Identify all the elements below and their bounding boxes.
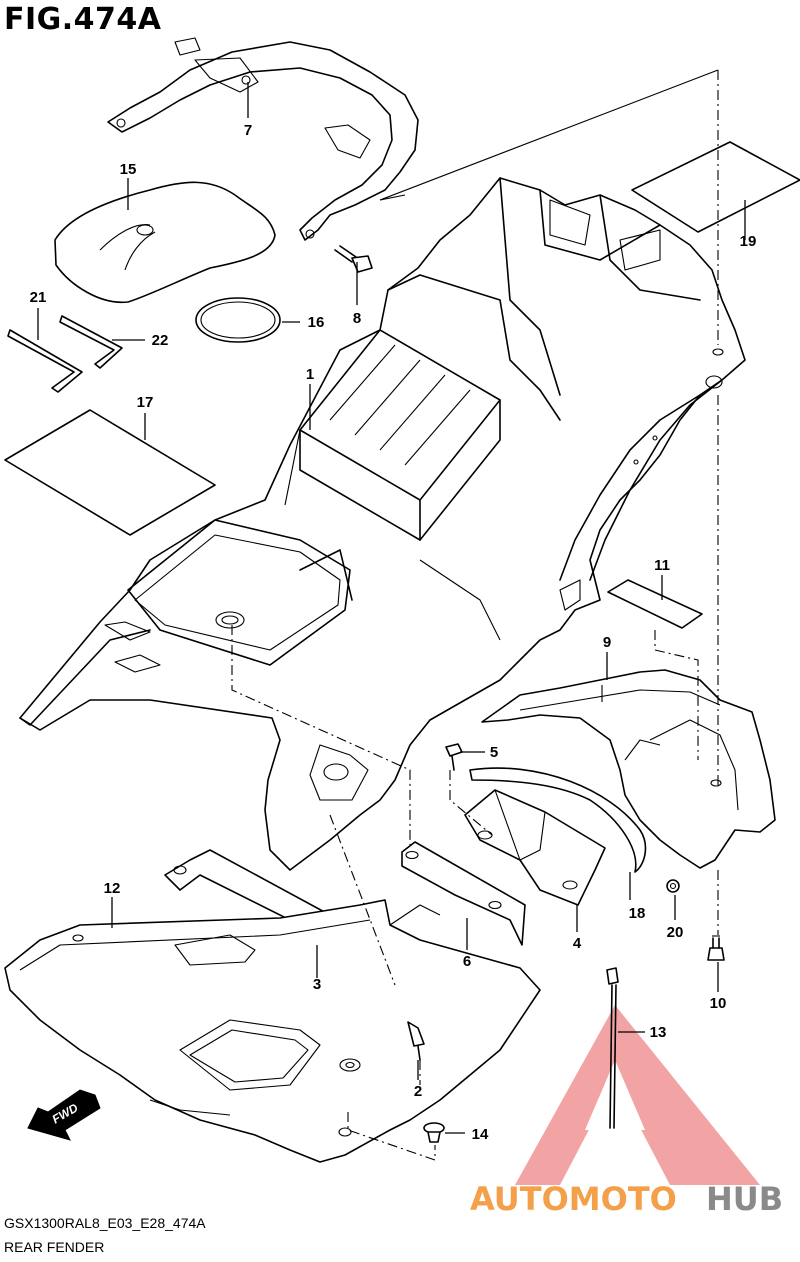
callout-3: 3 [313, 976, 321, 993]
watermark-text-part2: HUB [706, 1180, 783, 1218]
figure-code: GSX1300RAL8_E03_E28_474A [4, 1215, 206, 1231]
part-7-grab-rail [107, 37, 419, 241]
callout-10: 10 [710, 995, 727, 1012]
part-17-sheet [4, 409, 216, 536]
part-11-pad [607, 579, 703, 629]
alignment-lines [231, 69, 719, 1161]
callout-7: 7 [244, 122, 252, 139]
fwd-direction-badge: FWD [27, 1089, 101, 1141]
callout-15: 15 [120, 161, 137, 178]
part-2-screw [407, 1021, 425, 1061]
callout-6: 6 [463, 953, 471, 970]
part-6-bracket [401, 841, 526, 946]
part-19-sheet [631, 141, 800, 233]
callout-21: 21 [30, 289, 47, 306]
part-20-grommet [666, 879, 680, 893]
callout-4: 4 [573, 935, 582, 952]
part-9-mudguard [481, 669, 776, 869]
callout-19: 19 [740, 233, 757, 250]
part-14-clip [423, 1122, 445, 1143]
watermark-text: AUTOMOTO HUB [470, 1180, 783, 1218]
figure-title: FIG.474A [4, 2, 162, 37]
callout-17: 17 [137, 394, 154, 411]
callout-18: 18 [629, 905, 646, 922]
callout-22: 22 [152, 332, 169, 349]
callout-14: 14 [472, 1126, 489, 1143]
callout-9: 9 [603, 634, 611, 651]
part-4-bracket [464, 789, 606, 906]
callout-12: 12 [104, 880, 121, 897]
callout-8: 8 [353, 310, 361, 327]
part-8-bolt [334, 245, 373, 273]
part-16-o-ring [195, 297, 281, 343]
callout-labels: 7 15 8 16 21 22 1 17 19 11 9 5 18 20 4 6… [30, 122, 757, 1143]
figure-name: REAR FENDER [4, 1239, 105, 1255]
callout-13: 13 [650, 1024, 667, 1041]
callout-11: 11 [654, 557, 670, 574]
watermark-text-part1: AUTOMOTO [470, 1180, 677, 1218]
callout-1: 1 [306, 366, 314, 383]
callout-20: 20 [667, 924, 684, 941]
part-15-seat-pad [54, 181, 276, 304]
part-10-bolt [707, 935, 725, 961]
part-18-trim [469, 767, 647, 873]
callout-2: 2 [414, 1083, 422, 1100]
part-1-rear-fender [19, 177, 746, 871]
part-21-22-hex-wrenches [7, 315, 123, 393]
callout-5: 5 [490, 744, 498, 761]
callout-16: 16 [308, 314, 325, 331]
part-5-screw [445, 743, 463, 771]
part-12-undertray [4, 899, 541, 1163]
leader-lines [37, 82, 746, 1134]
part-13-cable-tie [606, 967, 619, 1129]
